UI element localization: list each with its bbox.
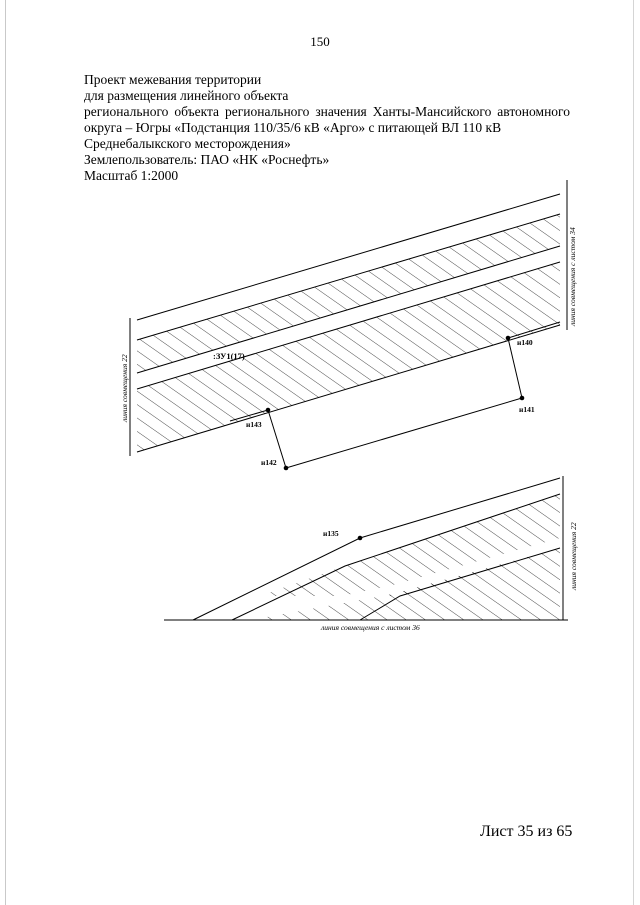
zone-label: :ЗУ1(17) [213,351,245,361]
upper-hatch-strip-2 [137,262,560,452]
point-n141 [519,395,525,401]
header-line-1: Проект межевания территории [84,72,262,87]
match-label-left-top: линия совмещения 22 [120,354,129,423]
point-n142 [283,465,289,471]
lower-hatch-strip-2 [250,548,560,620]
header-line-4: округа – Югры «Подстанция 110/35/6 кВ «А… [84,120,502,135]
scan-edge-left [5,0,6,905]
header-line-2: для размещения линейного объекта [84,88,289,103]
sheet-number: Лист 35 из 65 [480,823,573,840]
parcel-boundary [267,337,523,469]
document-header: Проект межевания территории для размещен… [84,72,570,184]
header-line-6: Землепользователь: ПАО «НК «Роснефть» [84,152,330,167]
point-n143 [265,407,271,413]
upper-band [136,193,561,453]
match-label-right-top: линия совмещения с листом 34 [568,227,577,327]
point-label-n135: н135 [323,529,339,538]
scan-edge-right [633,0,634,905]
upper-boundary-4 [136,261,561,390]
point-label-n143: н143 [246,420,262,429]
point-label-n141: н141 [519,405,535,414]
header-line-7: Масштаб 1:2000 [84,168,179,183]
lower-boundary-2 [231,493,561,621]
lower-band [192,477,561,621]
header-line-5: Среднебалыкского месторождения» [84,136,291,151]
upper-boundary-3 [136,245,561,374]
match-label-right-bottom: линия совмещения 22 [569,522,578,591]
upper-white-corridor [137,246,560,389]
upper-boundary-2 [136,213,561,341]
point-label-n140: н140 [517,338,533,347]
match-label-bottom: линия совмещения с листом 36 [320,623,420,632]
page-number: 150 [310,34,330,49]
upper-boundary-5 [136,324,561,453]
parcel-boundary-head [507,321,561,339]
point-label-n142: н142 [261,458,277,467]
parcel-boundary-tail [229,409,269,422]
point-n140 [505,335,511,341]
point-n135 [357,535,363,541]
upper-boundary-1 [136,193,561,321]
lower-boundary-3 [359,547,561,621]
header-line-3: регионального объекта регионального знач… [84,104,570,119]
